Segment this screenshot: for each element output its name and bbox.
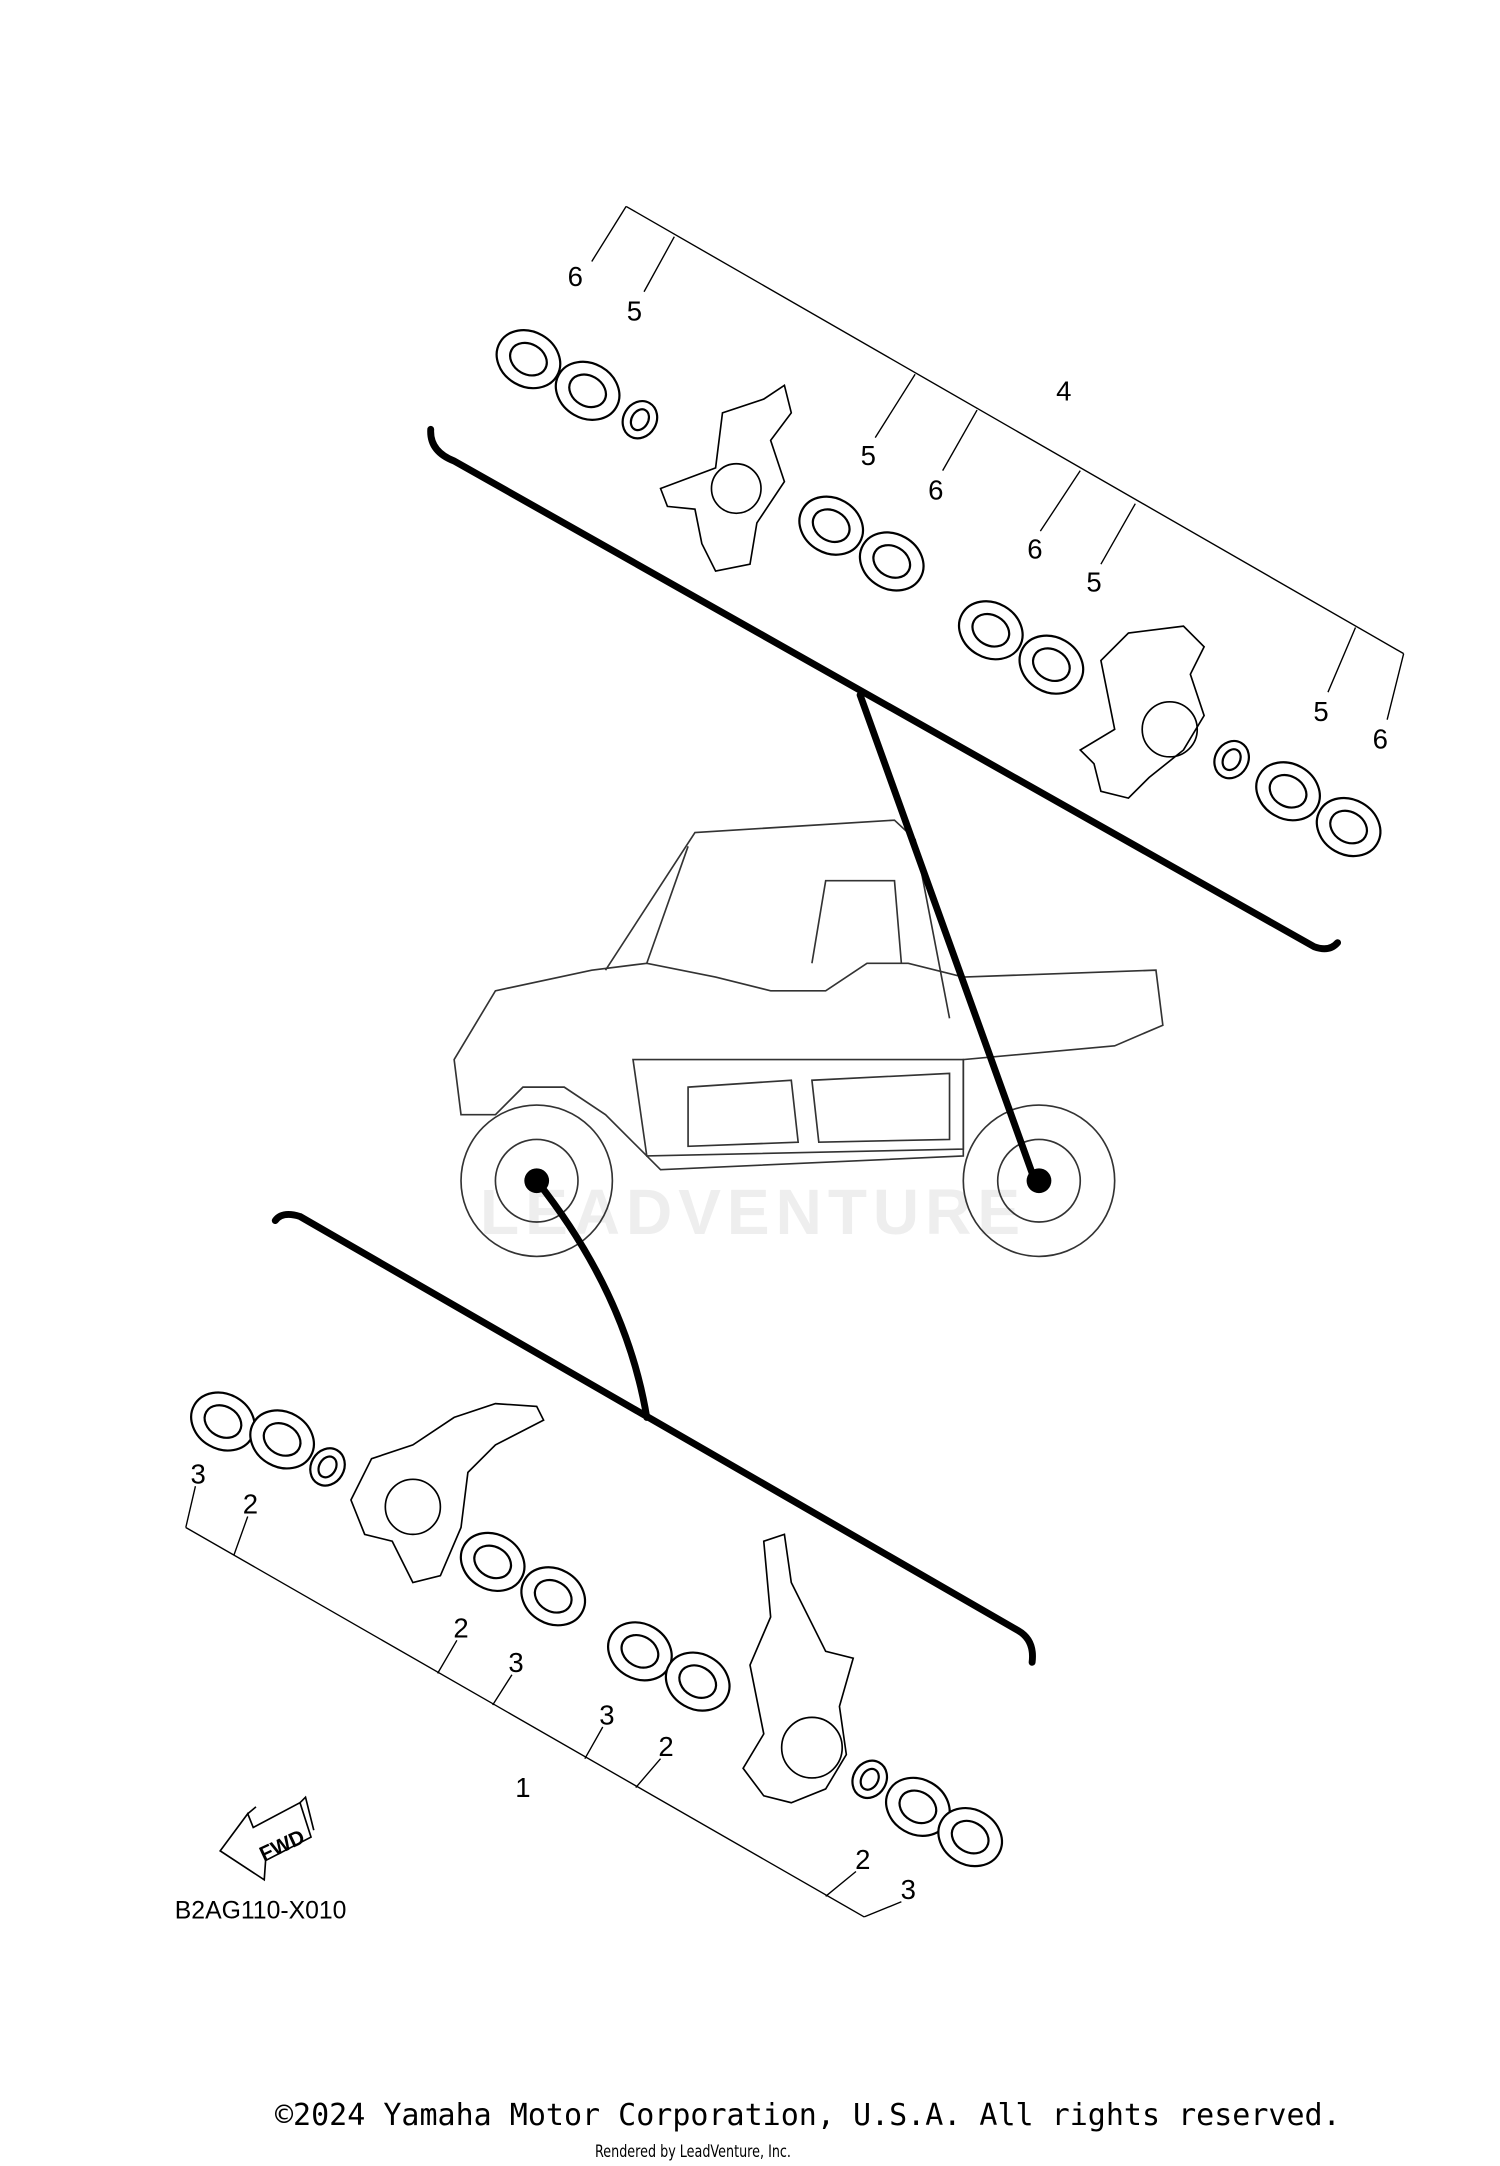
- top-group-bracket: [427, 425, 1342, 953]
- bearing: [554, 360, 621, 421]
- callout-label: 2: [453, 1613, 468, 1644]
- vehicle-illustration: [453, 819, 1164, 1258]
- bearing: [459, 1531, 526, 1592]
- rear-connector-line: [856, 691, 1039, 1185]
- callout-label: 6: [928, 475, 943, 506]
- seal: [309, 1447, 346, 1487]
- callout-label: 3: [508, 1647, 523, 1678]
- callout-label: 3: [901, 1874, 916, 1905]
- copyright-text: ©2024 Yamaha Motor Corporation, U.S.A. A…: [275, 2098, 1341, 2133]
- callout-label: 1: [515, 1772, 530, 1803]
- rear-knuckle-left: [659, 383, 793, 573]
- callout-label: 5: [627, 296, 642, 327]
- bearing: [249, 1409, 315, 1470]
- fwd-arrow-icon: FWD: [219, 1795, 315, 1882]
- bottom-group-bracket: [271, 1211, 1036, 1666]
- fwd-label: FWD: [256, 1825, 308, 1866]
- callout-label: 6: [1373, 724, 1388, 755]
- callout-label: 3: [599, 1699, 614, 1730]
- top-callouts: 6 5 4 5 6 6 5 5 6: [568, 261, 1388, 754]
- seal: [1213, 739, 1250, 780]
- diagram-code: B2AG110-X010: [175, 1897, 347, 1924]
- callout-label: 3: [191, 1458, 206, 1489]
- callout-label: 5: [1086, 567, 1101, 598]
- seal: [621, 399, 659, 440]
- front-connector-line: [533, 1177, 651, 1421]
- bearing: [520, 1566, 587, 1627]
- bearing: [1315, 796, 1382, 858]
- callout-label: 6: [568, 261, 583, 292]
- bearing: [885, 1776, 951, 1837]
- rear-knuckle-right: [1078, 625, 1206, 800]
- front-knuckle-left: [350, 1402, 545, 1584]
- bearing: [1255, 761, 1321, 822]
- bearing: [798, 495, 865, 556]
- callout-label: 6: [1027, 534, 1042, 565]
- seal: [851, 1759, 889, 1800]
- callout-label: 5: [1313, 696, 1328, 727]
- rendered-by-text: Rendered by LeadVenture, Inc.: [595, 2142, 791, 2162]
- front-knuckle-right: [742, 1533, 855, 1804]
- bearing: [495, 329, 562, 390]
- callout-label: 2: [658, 1731, 673, 1762]
- front-wheel: [460, 1104, 614, 1258]
- bottom-reference-lines: [185, 1486, 902, 1918]
- top-reference-lines: [591, 205, 1405, 720]
- bearing: [937, 1807, 1004, 1868]
- callout-label: 2: [855, 1844, 870, 1875]
- bearing: [664, 1651, 731, 1712]
- bearing: [1018, 634, 1085, 695]
- bearing: [957, 600, 1024, 661]
- bottom-callouts: 3 2 2 3 3 2 1 2 3: [191, 1458, 916, 1905]
- callout-label: 2: [243, 1489, 258, 1520]
- callout-label: 4: [1056, 375, 1071, 406]
- bearing: [858, 531, 925, 592]
- bottom-bearings: [190, 1391, 1004, 1868]
- watermark: LEADVENTURE: [480, 1176, 1027, 1248]
- top-bearings: [495, 329, 1382, 858]
- rear-wheel: [962, 1104, 1116, 1258]
- bearing: [190, 1391, 256, 1452]
- callout-label: 5: [861, 440, 876, 471]
